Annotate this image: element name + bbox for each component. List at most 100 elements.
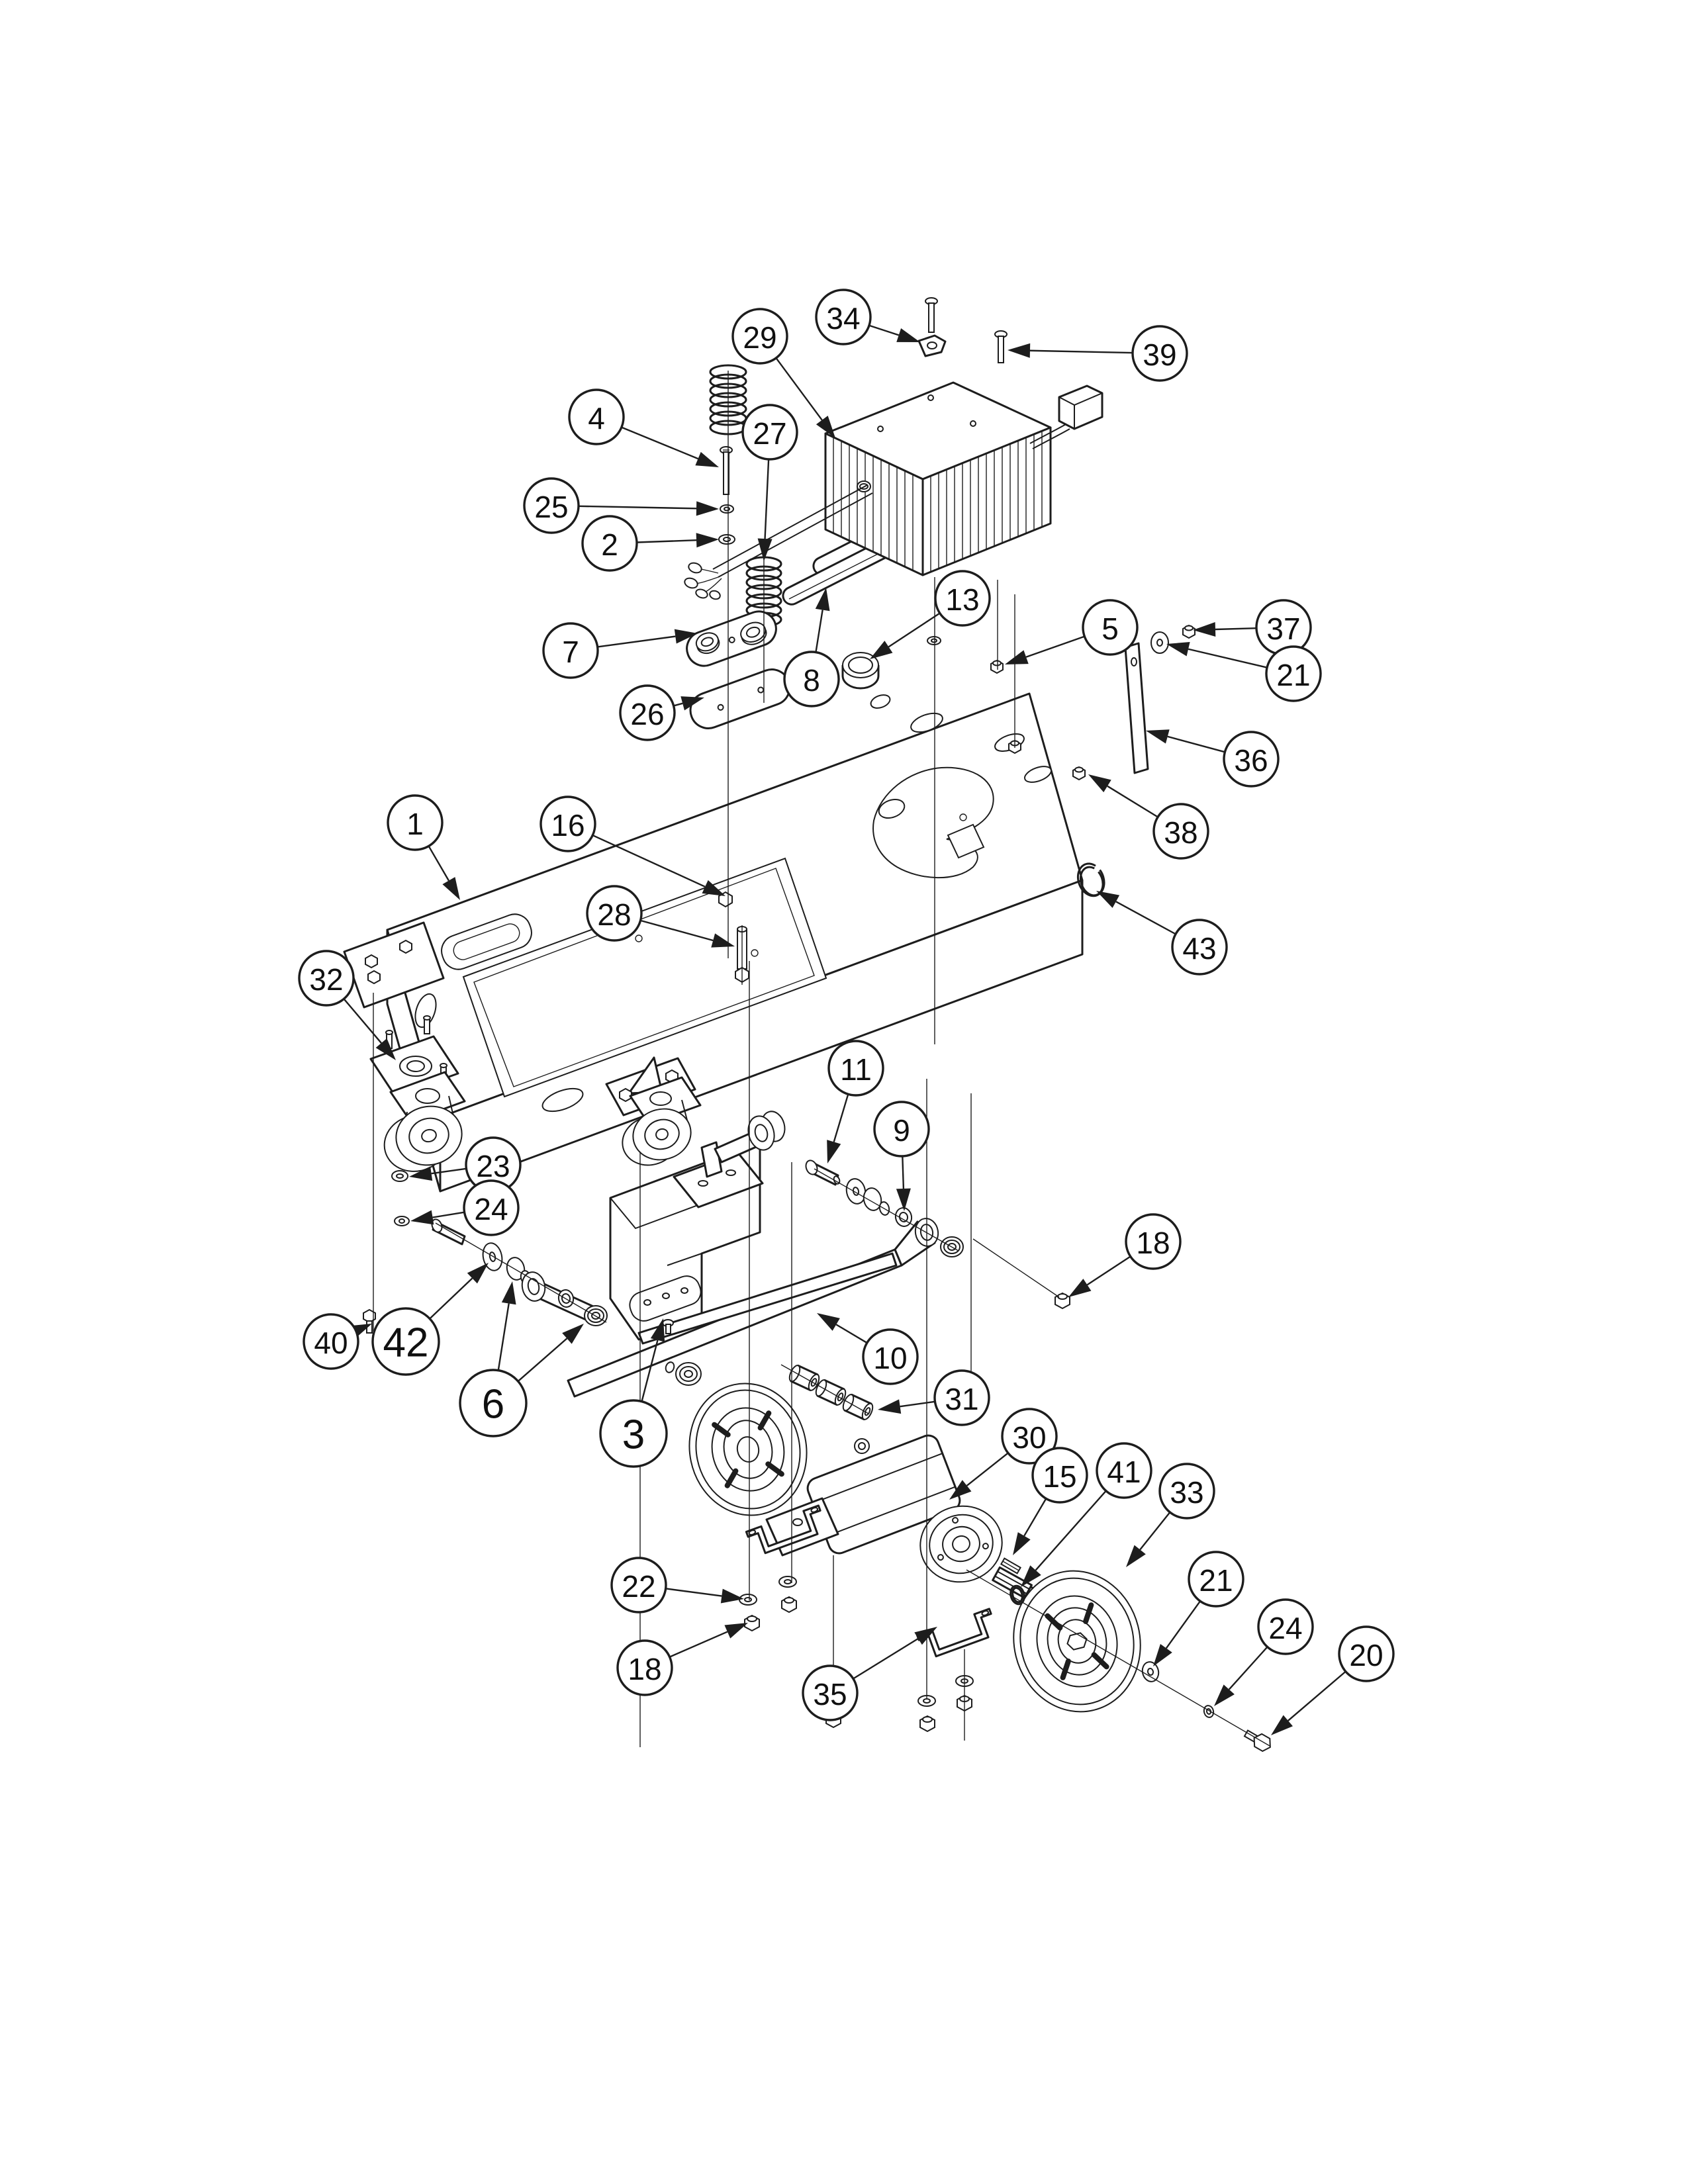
balloon-circle-b22 — [610, 1557, 667, 1614]
leader-arrowhead-b24b — [1214, 1684, 1235, 1706]
leader-arrowhead-b20 — [1271, 1715, 1293, 1735]
leader-arrowhead-b21a — [1166, 642, 1190, 657]
balloon-circle-b21a — [1265, 645, 1322, 702]
leader-arrowhead-b23 — [409, 1166, 433, 1181]
balloon-number-b2: 2 — [601, 527, 618, 562]
balloon-circle-b6 — [459, 1369, 528, 1437]
leader-arrowhead-b6-1 — [562, 1324, 584, 1344]
leader-line-b24a — [432, 1211, 465, 1218]
balloon-circle-b27 — [741, 404, 798, 461]
callout-b22: 22 — [610, 1557, 744, 1614]
balloon-number-b10: 10 — [873, 1341, 907, 1375]
lock-nut-18 — [744, 1614, 760, 1632]
flange-bolts — [365, 939, 412, 985]
callout-b40: 40 — [303, 1313, 372, 1370]
callout-b1: 1 — [387, 794, 460, 900]
callout-b24a: 24 — [410, 1179, 520, 1236]
leader-arrowhead-b5 — [1005, 650, 1029, 664]
leader-arrowhead-b16 — [702, 880, 726, 896]
leader-arrowhead-b22 — [720, 1588, 744, 1604]
leader-arrowhead-b7 — [674, 629, 698, 644]
leader-line-b39 — [1029, 349, 1133, 354]
leader-line-b13 — [888, 612, 941, 648]
balloon-number-b26: 26 — [630, 697, 664, 731]
callout-b41: 41 — [1021, 1442, 1152, 1587]
balloon-number-b22: 22 — [622, 1569, 655, 1604]
callout-b32: 32 — [298, 950, 396, 1060]
balloon-number-b30: 30 — [1012, 1420, 1046, 1455]
balloon-circle-b16 — [539, 796, 596, 852]
washer-21-top — [1150, 631, 1169, 654]
balloon-number-b11: 11 — [840, 1052, 872, 1087]
leader-arrowhead-b28 — [711, 933, 735, 948]
balloon-number-b29: 29 — [743, 320, 776, 355]
balloon-number-b35: 35 — [813, 1677, 847, 1711]
callout-b38: 38 — [1088, 774, 1209, 860]
leader-arrowhead-b38 — [1088, 774, 1111, 793]
leader-line-b29 — [775, 357, 823, 421]
balloon-circle-b9 — [873, 1101, 930, 1158]
leader-line-b33 — [1139, 1512, 1171, 1551]
leader-arrowhead-b35 — [914, 1627, 937, 1645]
balloon-circle-b1 — [387, 794, 444, 851]
balloon-circle-b26 — [619, 684, 676, 741]
leader-arrowhead-b26 — [680, 696, 704, 711]
balloon-circle-b29 — [731, 308, 788, 365]
balloon-number-b3: 3 — [622, 1412, 645, 1458]
callout-b31: 31 — [878, 1369, 990, 1426]
callout-b18b: 18 — [616, 1623, 748, 1696]
leader-arrowhead-b11 — [827, 1140, 841, 1163]
callout-b36: 36 — [1146, 729, 1280, 788]
idler-link-hardware — [363, 1218, 702, 1334]
leader-line-b5 — [1025, 635, 1085, 658]
callout-b28: 28 — [586, 885, 735, 948]
washer-near-box — [927, 636, 941, 645]
callout-b21b: 21 — [1153, 1551, 1244, 1666]
grommet-collar-13 — [841, 652, 880, 690]
leader-line-b38 — [1107, 785, 1158, 818]
callout-b6: 6 — [459, 1281, 584, 1437]
leader-line-b11 — [833, 1093, 849, 1142]
balloon-circle-b28 — [586, 885, 643, 942]
balloon-number-b18b: 18 — [628, 1652, 661, 1686]
balloon-circle-b20 — [1338, 1625, 1395, 1682]
callout-b34: 34 — [815, 289, 920, 345]
washer-25 — [720, 504, 734, 514]
leader-line-b1 — [428, 845, 449, 882]
leader-line-b3 — [641, 1340, 659, 1402]
balloon-number-b39: 39 — [1143, 338, 1176, 372]
rear-drive-wheel — [1013, 1570, 1141, 1713]
left-washer-column — [391, 1170, 410, 1226]
parts-layer — [343, 297, 1271, 1752]
balloon-number-b8: 8 — [803, 663, 820, 698]
left-caster — [383, 1071, 466, 1172]
balloon-circle-b25 — [523, 477, 580, 534]
leader-arrowhead-b27 — [757, 538, 773, 561]
balloon-number-b25: 25 — [534, 490, 568, 524]
callout-b26: 26 — [619, 684, 704, 741]
balloon-circle-b18b — [616, 1639, 673, 1696]
wiring-cover-strip-36 — [1124, 642, 1149, 774]
washer-2 — [718, 534, 735, 545]
balloon-number-b28: 28 — [597, 897, 631, 932]
cable-clamp-34 — [917, 334, 947, 357]
leader-line-b23 — [431, 1167, 467, 1175]
balloon-number-b1: 1 — [406, 807, 424, 841]
leader-arrowhead-b41 — [1021, 1565, 1041, 1587]
callout-b2: 2 — [581, 515, 719, 572]
balloon-circle-b31 — [933, 1369, 990, 1426]
callout-b21a: 21 — [1166, 642, 1322, 702]
leader-arrowhead-b18a — [1068, 1279, 1092, 1297]
balloon-number-b43: 43 — [1182, 931, 1216, 966]
leader-arrowhead-b42 — [467, 1263, 489, 1284]
balloon-number-b32: 32 — [309, 962, 343, 997]
leader-line-b24b — [1228, 1646, 1268, 1690]
balloon-number-b34: 34 — [826, 301, 860, 336]
leader-arrowhead-b2 — [696, 533, 719, 548]
leader-line-b42 — [429, 1277, 473, 1320]
callout-b18a: 18 — [1068, 1213, 1182, 1297]
leader-line-b20 — [1288, 1670, 1346, 1721]
leader-arrowhead-b34 — [896, 328, 920, 342]
balloon-number-b18a: 18 — [1136, 1226, 1170, 1260]
leader-line-b7 — [597, 635, 676, 648]
